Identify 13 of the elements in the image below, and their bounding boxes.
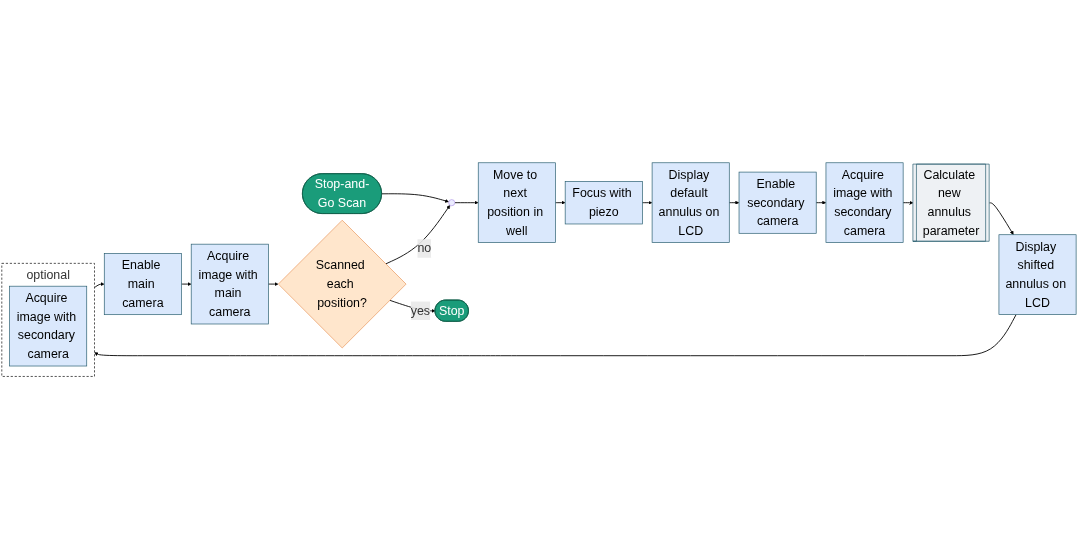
edge-label: yes: [410, 303, 431, 318]
edge-label: no: [417, 241, 432, 256]
node-box: Enable secondary camera: [738, 172, 817, 235]
node-box: Display shifted annulus on LCD: [998, 234, 1077, 316]
node-circle: [448, 199, 456, 207]
node-box: Focus with piezo: [564, 181, 643, 225]
node-box: Enable main camera: [103, 253, 182, 316]
node-box: Move to next position in well: [477, 162, 556, 244]
node-box: Acquire image with secondary camera: [9, 286, 88, 367]
node-diamond: Scanned each position?: [278, 220, 407, 349]
node-box: Display default annulus on LCD: [651, 162, 730, 244]
node-box: Acquire image with main camera: [190, 244, 269, 325]
node-box: Acquire image with secondary camera: [825, 162, 904, 244]
